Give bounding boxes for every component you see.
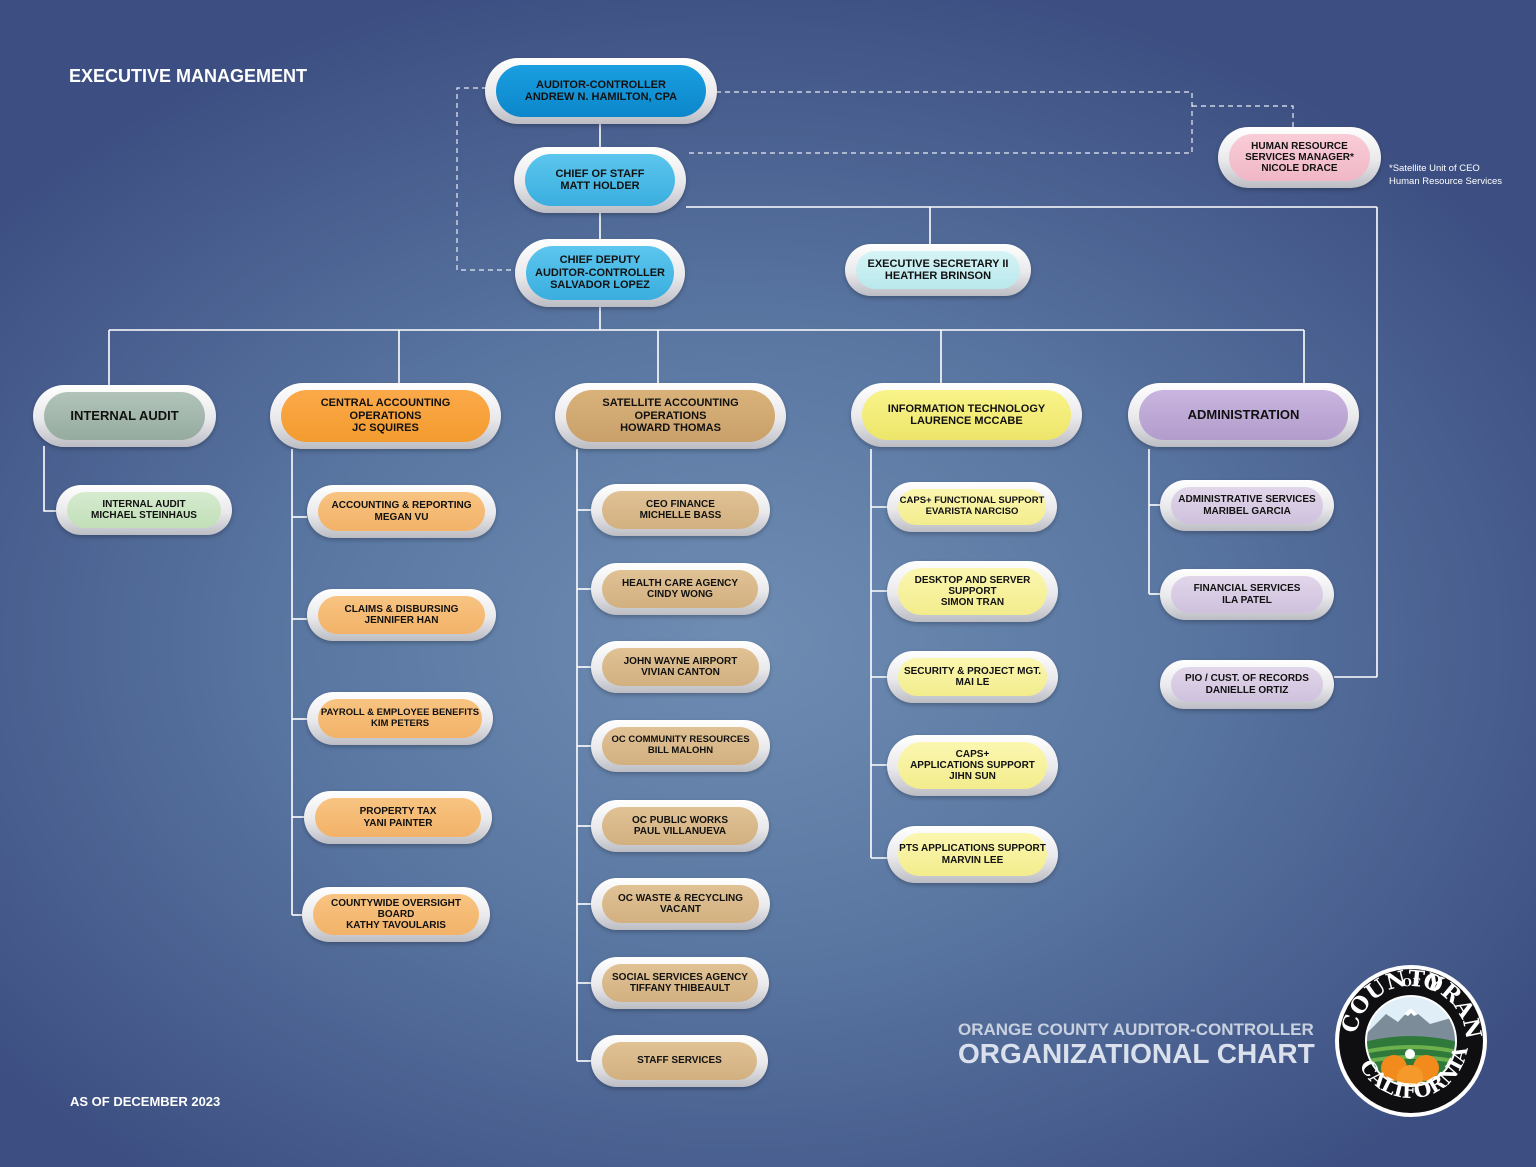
satellite-accounting-head-label: SATELLITE ACCOUNTING OPERATIONS HOWARD T… xyxy=(602,397,739,435)
as-of-date: AS OF DECEMBER 2023 xyxy=(70,1094,221,1109)
unit-box: OC COMMUNITY RESOURCES BILL MALOHN xyxy=(591,720,770,772)
unit-label: PAYROLL & EMPLOYEE BENEFITS KIM PETERS xyxy=(320,706,480,729)
auditor-controller-box: AUDITOR-CONTROLLER ANDREW N. HAMILTON, C… xyxy=(485,58,717,124)
unit-box: PTS APPLICATIONS SUPPORT MARVIN LEE xyxy=(887,826,1058,883)
unit-label: PTS APPLICATIONS SUPPORT MARVIN LEE xyxy=(899,843,1046,866)
unit-label: PIO / CUST. OF RECORDS DANIELLE ORTIZ xyxy=(1185,673,1309,696)
central-accounting-head-box: CENTRAL ACCOUNTING OPERATIONS JC SQUIRES xyxy=(270,383,501,449)
unit-label: STAFF SERVICES xyxy=(637,1055,722,1067)
unit-box: ACCOUNTING & REPORTING MEGAN VU xyxy=(307,485,496,538)
internal-audit-head-box: INTERNAL AUDIT xyxy=(33,385,216,447)
unit-box: DESKTOP AND SERVER SUPPORT SIMON TRAN xyxy=(887,561,1058,622)
chief-deputy-label: CHIEF DEPUTY AUDITOR-CONTROLLER SALVADOR… xyxy=(535,254,665,292)
section-title: EXECUTIVE MANAGEMENT xyxy=(69,66,308,86)
unit-box: SOCIAL SERVICES AGENCY TIFFANY THIBEAULT xyxy=(591,957,769,1009)
internal-audit-head-label: INTERNAL AUDIT xyxy=(70,407,179,423)
central-accounting-head-label: CENTRAL ACCOUNTING OPERATIONS JC SQUIRES xyxy=(320,397,451,435)
unit-box: PIO / CUST. OF RECORDS DANIELLE ORTIZ xyxy=(1160,660,1334,709)
unit-box: HEALTH CARE AGENCY CINDY WONG xyxy=(591,563,769,615)
unit-box: JOHN WAYNE AIRPORT VIVIAN CANTON xyxy=(591,641,770,693)
unit-box: ADMINISTRATIVE SERVICES MARIBEL GARCIA xyxy=(1160,480,1334,531)
unit-label: FINANCIAL SERVICES ILA PATEL xyxy=(1193,583,1301,606)
unit-label: JOHN WAYNE AIRPORT VIVIAN CANTON xyxy=(623,655,738,678)
hr-manager-box: HUMAN RESOURCE SERVICES MANAGER* NICOLE … xyxy=(1218,127,1381,188)
county-seal-logo: COUNTY OF ORANGE CALIFORNIA xyxy=(1334,964,1487,1117)
unit-label: SOCIAL SERVICES AGENCY TIFFANY THIBEAULT xyxy=(612,971,748,994)
unit-label: OC PUBLIC WORKS PAUL VILLANUEVA xyxy=(631,814,729,837)
chief-of-staff-label: CHIEF OF STAFF MATT HOLDER xyxy=(555,167,645,192)
hr-manager-label: HUMAN RESOURCE SERVICES MANAGER* NICOLE … xyxy=(1245,140,1354,175)
unit-label: CLAIMS & DISBURSING JENNIFER HAN xyxy=(344,603,459,626)
unit-label: PROPERTY TAX YANI PAINTER xyxy=(359,806,437,829)
unit-box: FINANCIAL SERVICES ILA PATEL xyxy=(1160,569,1334,620)
unit-label: SECURITY & PROJECT MGT. MAI LE xyxy=(903,665,1042,688)
executive-secretary-box: EXECUTIVE SECRETARY II HEATHER BRINSON xyxy=(845,244,1031,296)
unit-label: HEALTH CARE AGENCY CINDY WONG xyxy=(621,577,739,600)
unit-box: CAPS+ FUNCTIONAL SUPPORT EVARISTA NARCIS… xyxy=(887,482,1057,532)
unit-box: SECURITY & PROJECT MGT. MAI LE xyxy=(887,651,1058,703)
chief-deputy-box: CHIEF DEPUTY AUDITOR-CONTROLLER SALVADOR… xyxy=(515,239,685,307)
information-technology-head-label: INFORMATION TECHNOLOGY LAURENCE MCCABE xyxy=(887,402,1046,427)
unit-label: OC WASTE & RECYCLING VACANT xyxy=(617,892,743,915)
unit-box: INTERNAL AUDIT MICHAEL STEINHAUS xyxy=(56,485,232,535)
hr-footnote: *Satellite Unit of CEO Human Resource Se… xyxy=(1389,163,1502,187)
unit-label: OC COMMUNITY RESOURCES BILL MALOHN xyxy=(611,734,750,756)
unit-label: INTERNAL AUDIT MICHAEL STEINHAUS xyxy=(91,498,197,521)
seal-of-text: OF xyxy=(1402,976,1421,990)
unit-box: OC PUBLIC WORKS PAUL VILLANUEVA xyxy=(591,800,769,852)
org-title: ORGANIZATIONAL CHART xyxy=(958,1038,1315,1069)
unit-label: CEO FINANCE MICHELLE BASS xyxy=(639,498,722,521)
unit-box: STAFF SERVICES xyxy=(591,1035,768,1087)
satellite-accounting-head-box: SATELLITE ACCOUNTING OPERATIONS HOWARD T… xyxy=(555,383,786,449)
unit-label: ACCOUNTING & REPORTING MEGAN VU xyxy=(331,500,472,523)
chief-of-staff-box: CHIEF OF STAFF MATT HOLDER xyxy=(514,147,686,213)
unit-box: CLAIMS & DISBURSING JENNIFER HAN xyxy=(307,589,496,641)
administration-head-box: ADMINISTRATION xyxy=(1128,383,1359,447)
executive-secretary-label: EXECUTIVE SECRETARY II HEATHER BRINSON xyxy=(867,257,1009,282)
unit-box: PAYROLL & EMPLOYEE BENEFITS KIM PETERS xyxy=(307,692,493,745)
svg-text:OF: OF xyxy=(1402,976,1421,990)
unit-label: CAPS+ FUNCTIONAL SUPPORT EVARISTA NARCIS… xyxy=(899,495,1045,517)
information-technology-head-box: INFORMATION TECHNOLOGY LAURENCE MCCABE xyxy=(851,383,1082,447)
unit-box: OC WASTE & RECYCLING VACANT xyxy=(591,878,770,930)
unit-box: PROPERTY TAX YANI PAINTER xyxy=(304,791,492,844)
unit-box: CAPS+ APPLICATIONS SUPPORT JIHN SUN xyxy=(887,735,1058,796)
unit-label: COUNTYWIDE OVERSIGHT BOARD KATHY TAVOULA… xyxy=(330,897,461,932)
auditor-controller-label: AUDITOR-CONTROLLER ANDREW N. HAMILTON, C… xyxy=(524,78,678,103)
unit-label: ADMINISTRATIVE SERVICES MARIBEL GARCIA xyxy=(1178,494,1316,517)
org-subtitle: ORANGE COUNTY AUDITOR-CONTROLLER xyxy=(958,1020,1314,1039)
administration-head-label: ADMINISTRATION xyxy=(1187,406,1300,422)
unit-label: DESKTOP AND SERVER SUPPORT SIMON TRAN xyxy=(914,574,1031,609)
unit-box: COUNTYWIDE OVERSIGHT BOARD KATHY TAVOULA… xyxy=(302,887,490,942)
unit-label: CAPS+ APPLICATIONS SUPPORT JIHN SUN xyxy=(910,748,1035,783)
unit-box: CEO FINANCE MICHELLE BASS xyxy=(591,484,770,536)
